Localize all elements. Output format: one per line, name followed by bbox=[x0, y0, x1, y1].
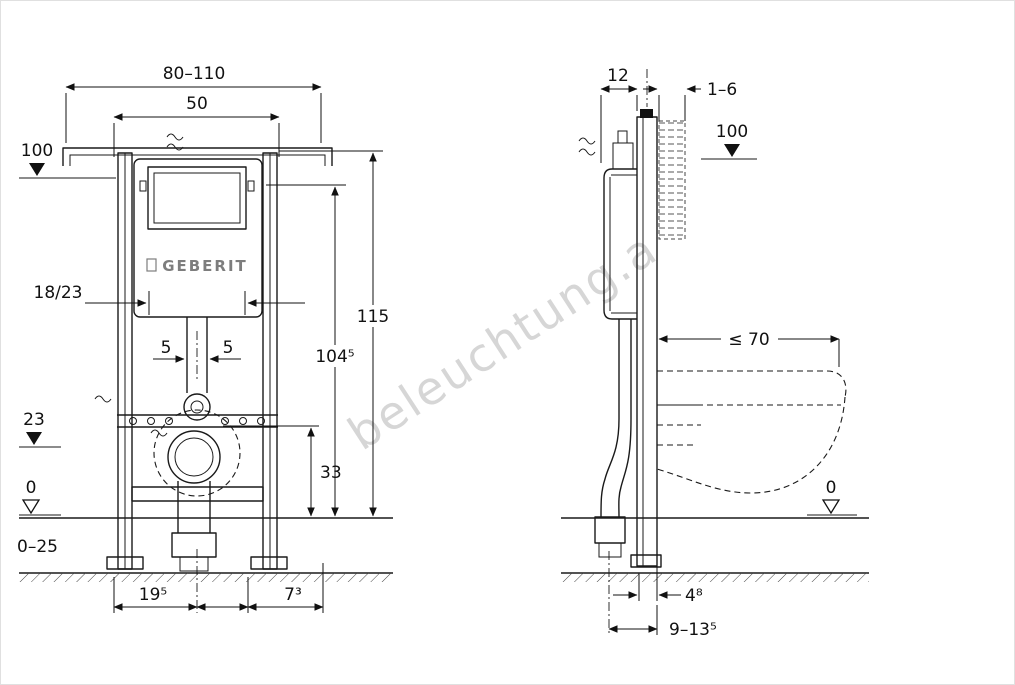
level-triangle-open-icon bbox=[821, 499, 841, 515]
dim-offset-left-label: 5 bbox=[161, 338, 172, 358]
drain-socket bbox=[171, 532, 217, 558]
dim-pan-depth-label: ≤ 70 bbox=[728, 330, 769, 350]
right-screw-icon bbox=[247, 180, 255, 192]
front-cistern: GEBERIT bbox=[133, 158, 263, 318]
side-frame-profile bbox=[630, 109, 662, 568]
front-level-100: 100 bbox=[19, 141, 116, 179]
dim-width-inner-label: 50 bbox=[186, 94, 208, 114]
watermark-text: beleuchtung.a bbox=[339, 221, 667, 460]
flex-wave-icon bbox=[578, 137, 596, 156]
dim-offsets-5: 5 5 bbox=[153, 331, 241, 379]
side-flush-pipe bbox=[594, 319, 632, 558]
dim-height-actuation: 104⁵ bbox=[266, 184, 359, 517]
dim-outlet-height: 33 bbox=[223, 425, 342, 517]
geberit-logo-mark bbox=[146, 258, 157, 272]
fill-valve bbox=[612, 142, 634, 170]
front-frame-rails bbox=[106, 152, 288, 570]
front-cross-member bbox=[131, 486, 264, 502]
front-access-window bbox=[147, 166, 247, 230]
dim-outlet-offset-label: 19⁵ bbox=[139, 585, 167, 605]
pan-outline-dashed bbox=[153, 409, 241, 497]
dim-outlet-height-label: 33 bbox=[320, 463, 342, 483]
flush-connector bbox=[183, 393, 211, 421]
side-floor bbox=[561, 517, 869, 582]
dim-outlet-range: 9–13⁵ bbox=[608, 551, 717, 640]
side-foot bbox=[630, 554, 662, 568]
front-level-23-label: 23 bbox=[23, 410, 45, 430]
wall-finish-strip bbox=[658, 120, 686, 240]
geberit-logo-text: GEBERIT bbox=[162, 257, 248, 275]
dim-height-actuation-label: 104⁵ bbox=[315, 347, 354, 367]
ground-hatch bbox=[561, 573, 869, 582]
dim-offset-right-label: 5 bbox=[223, 338, 234, 358]
dim-pan-depth: ≤ 70 bbox=[658, 328, 840, 367]
dim-width-range-label: 80–110 bbox=[163, 64, 226, 84]
level-triangle-filled-icon bbox=[29, 163, 45, 176]
side-level-100-label: 100 bbox=[716, 122, 748, 142]
ground-hatch bbox=[19, 573, 393, 582]
front-left-foot bbox=[106, 556, 144, 570]
dim-floor-buildup-label: 0–25 bbox=[17, 537, 58, 557]
dim-outlet-wall-offset-label: 4⁸ bbox=[685, 586, 703, 606]
dim-depth-frame-label: 12 bbox=[607, 66, 629, 86]
dim-flush-bend-label: 18/23 bbox=[34, 283, 83, 303]
flex-wave-icon bbox=[94, 133, 184, 437]
left-screw-icon bbox=[139, 180, 147, 192]
dim-width-range: 80–110 bbox=[65, 64, 322, 143]
front-level-0: 0 bbox=[19, 478, 61, 516]
level-triangle-filled-icon bbox=[26, 432, 42, 445]
dim-width-inner: 50 bbox=[113, 94, 280, 157]
front-floor bbox=[19, 517, 393, 582]
dim-side-offset-label: 7³ bbox=[284, 585, 302, 605]
front-top-bracket bbox=[62, 147, 333, 166]
front-drain bbox=[153, 409, 241, 572]
front-flush-pipe bbox=[183, 317, 211, 421]
dim-depth-frame: 12 bbox=[600, 66, 648, 163]
side-pan-dashed bbox=[656, 370, 847, 494]
side-cistern-profile bbox=[603, 130, 637, 320]
front-mounting-plate bbox=[117, 414, 278, 428]
dim-height-total-label: 115 bbox=[357, 307, 389, 327]
level-triangle-filled-icon bbox=[724, 144, 740, 157]
side-level-0: 0 bbox=[807, 478, 857, 516]
dim-bottom-offsets: 19⁵ 7³ bbox=[113, 549, 324, 613]
dim-outlet-range-label: 9–13⁵ bbox=[669, 620, 717, 640]
side-level-0-label: 0 bbox=[826, 478, 837, 498]
dim-wall-finish-label: 1–6 bbox=[707, 80, 737, 100]
dim-height-total: 115 bbox=[279, 150, 392, 517]
front-level-0-label: 0 bbox=[26, 478, 37, 498]
dim-flush-bend: 18/23 bbox=[34, 283, 305, 315]
level-triangle-open-icon bbox=[21, 499, 41, 515]
side-drain-socket bbox=[594, 516, 626, 544]
front-right-foot bbox=[250, 556, 288, 570]
dim-wall-finish: 1–6 bbox=[643, 80, 737, 121]
dim-outlet-wall-offset: 4⁸ bbox=[613, 566, 703, 606]
side-level-100: 100 bbox=[701, 122, 757, 160]
front-level-100-label: 100 bbox=[21, 141, 53, 161]
front-view: GEBERIT bbox=[17, 64, 393, 613]
front-level-23: 23 bbox=[19, 410, 61, 448]
frame-head-cap bbox=[640, 109, 653, 118]
side-view: 12 1–6 100 ≤ 70 0 bbox=[561, 66, 869, 640]
